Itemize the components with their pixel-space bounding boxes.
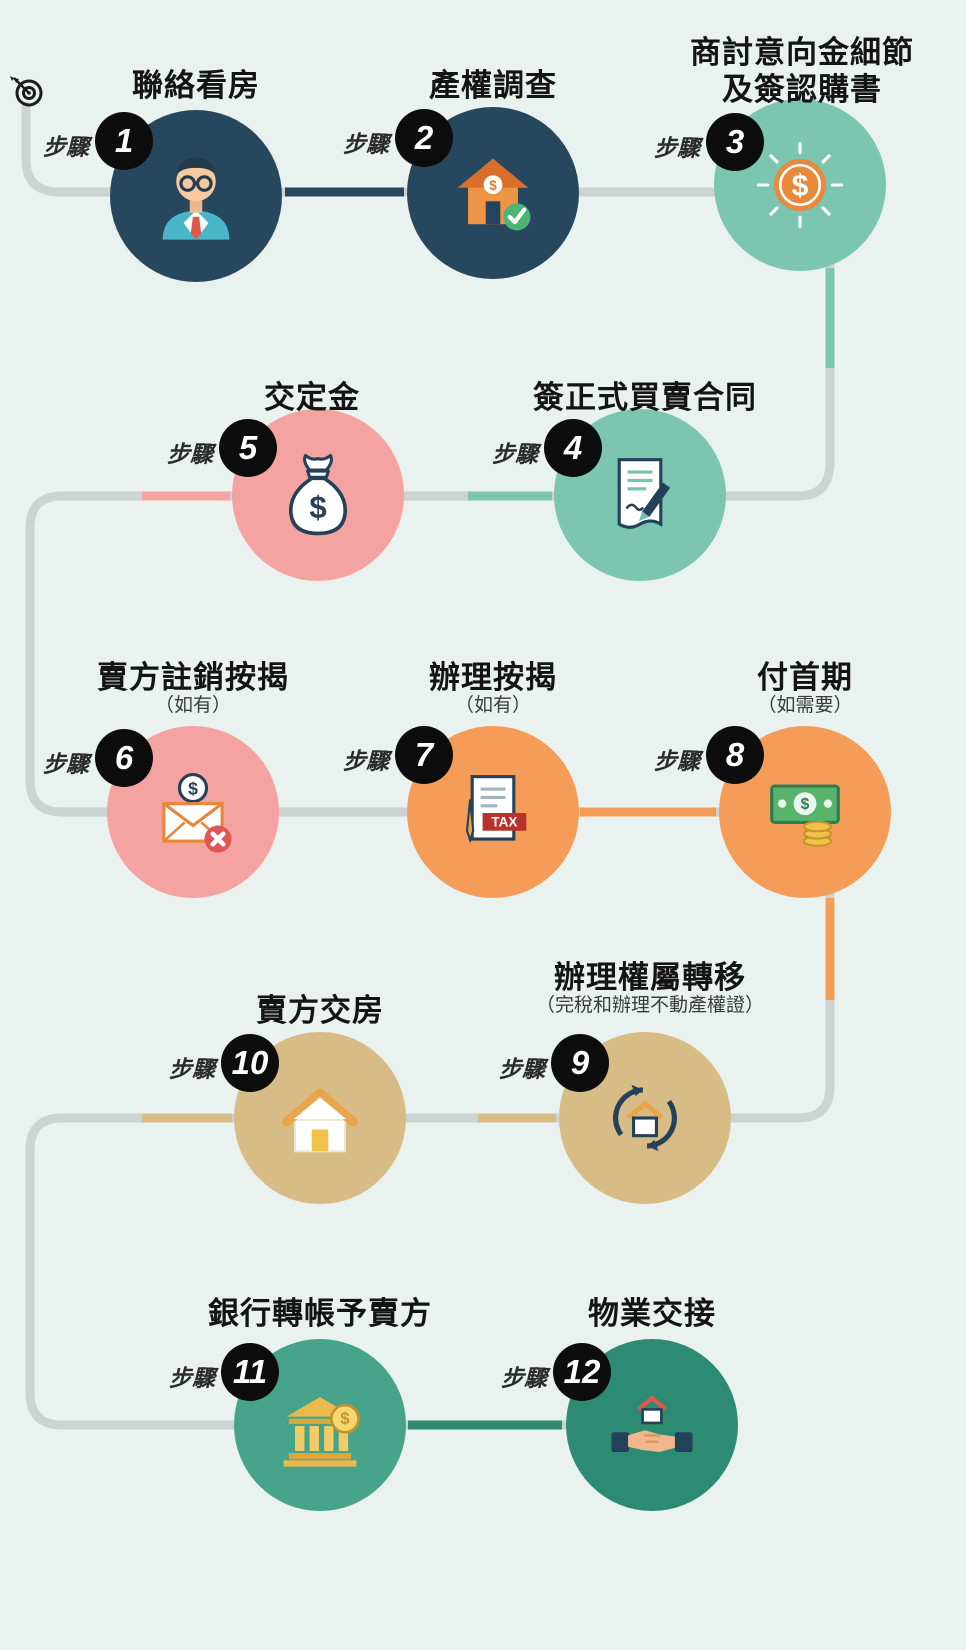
step-5-step-label: 步驟 bbox=[167, 441, 213, 467]
step-12-title: 物業交接 bbox=[588, 1296, 716, 1331]
tax-document-icon: TAX bbox=[465, 775, 527, 844]
step-7-subtitle: （如有） bbox=[454, 695, 532, 716]
step-3-number-badge: 3 bbox=[706, 113, 764, 171]
property-handover-icon bbox=[611, 1395, 693, 1453]
step-4-step-label: 步驟 bbox=[492, 441, 538, 467]
step-10-step-label: 步驟 bbox=[169, 1056, 215, 1082]
agent-person-icon bbox=[162, 157, 230, 240]
step-3-step-label: 步驟 bbox=[654, 135, 700, 161]
step-4-title: 簽正式買賣合同 bbox=[533, 380, 757, 415]
step-12-number-badge: 12 bbox=[553, 1343, 611, 1401]
step-8-title: 付首期 bbox=[757, 660, 853, 695]
step-6-subtitle: （如有） bbox=[154, 695, 232, 716]
step-4-number-badge: 4 bbox=[544, 419, 602, 477]
cash-payment-icon: $ bbox=[770, 784, 840, 847]
house-icon bbox=[282, 1088, 358, 1153]
svg-text:$: $ bbox=[309, 490, 326, 525]
step-7-title: 辦理按揭 bbox=[429, 660, 557, 695]
step-9-number-badge: 9 bbox=[551, 1034, 609, 1092]
step-7-number-badge: 7 bbox=[395, 726, 453, 784]
step-6-step-label: 步驟 bbox=[43, 751, 89, 777]
svg-text:$: $ bbox=[340, 1409, 350, 1428]
cancel-mortgage-envelope-icon: $ bbox=[162, 773, 232, 853]
svg-text:$: $ bbox=[801, 796, 810, 813]
svg-text:TAX: TAX bbox=[491, 815, 517, 830]
step-8-step-label: 步驟 bbox=[654, 748, 700, 774]
step-11-number-badge: 11 bbox=[221, 1343, 279, 1401]
step-3-title: 商討意向金細節及簽認購書 bbox=[690, 35, 914, 108]
step-1-number-badge: 1 bbox=[95, 112, 153, 170]
house-verified-icon: $ bbox=[457, 158, 531, 231]
step-10-number-badge: 10 bbox=[221, 1034, 279, 1092]
house-transfer-icon bbox=[613, 1084, 677, 1152]
step-6-title: 賣方註銷按揭 bbox=[97, 660, 289, 695]
target-icon bbox=[6, 72, 48, 119]
step-8-number-badge: 8 bbox=[706, 726, 764, 784]
contract-signing-icon bbox=[617, 458, 671, 529]
bank-transfer-icon: $ bbox=[283, 1396, 360, 1467]
step-2-step-label: 步驟 bbox=[343, 131, 389, 157]
step-9-subtitle: （完稅和辦理不動產權證） bbox=[535, 995, 765, 1016]
step-9-title: 辦理權屬轉移 bbox=[554, 960, 746, 995]
step-10-title: 賣方交房 bbox=[256, 993, 384, 1028]
step-2-number-badge: 2 bbox=[395, 109, 453, 167]
step-8-subtitle: （如需要） bbox=[757, 695, 853, 716]
step-11-title: 銀行轉帳予賣方 bbox=[208, 1296, 432, 1331]
svg-text:$: $ bbox=[188, 778, 198, 798]
step-11-step-label: 步驟 bbox=[169, 1365, 215, 1391]
step-2-title: 產權調查 bbox=[429, 68, 557, 103]
step-5-title: 交定金 bbox=[264, 380, 360, 415]
step-5-number-badge: 5 bbox=[219, 419, 277, 477]
step-1-title: 聯絡看房 bbox=[132, 68, 260, 103]
step-12-step-label: 步驟 bbox=[501, 1365, 547, 1391]
step-7-step-label: 步驟 bbox=[343, 748, 389, 774]
step-6-number-badge: 6 bbox=[95, 729, 153, 787]
money-bag-icon: $ bbox=[289, 453, 347, 536]
step-9-step-label: 步驟 bbox=[499, 1056, 545, 1082]
dollar-coin-icon: $ bbox=[756, 141, 844, 229]
svg-text:$: $ bbox=[489, 178, 497, 193]
svg-text:$: $ bbox=[792, 169, 809, 202]
step-1-step-label: 步驟 bbox=[43, 134, 89, 160]
